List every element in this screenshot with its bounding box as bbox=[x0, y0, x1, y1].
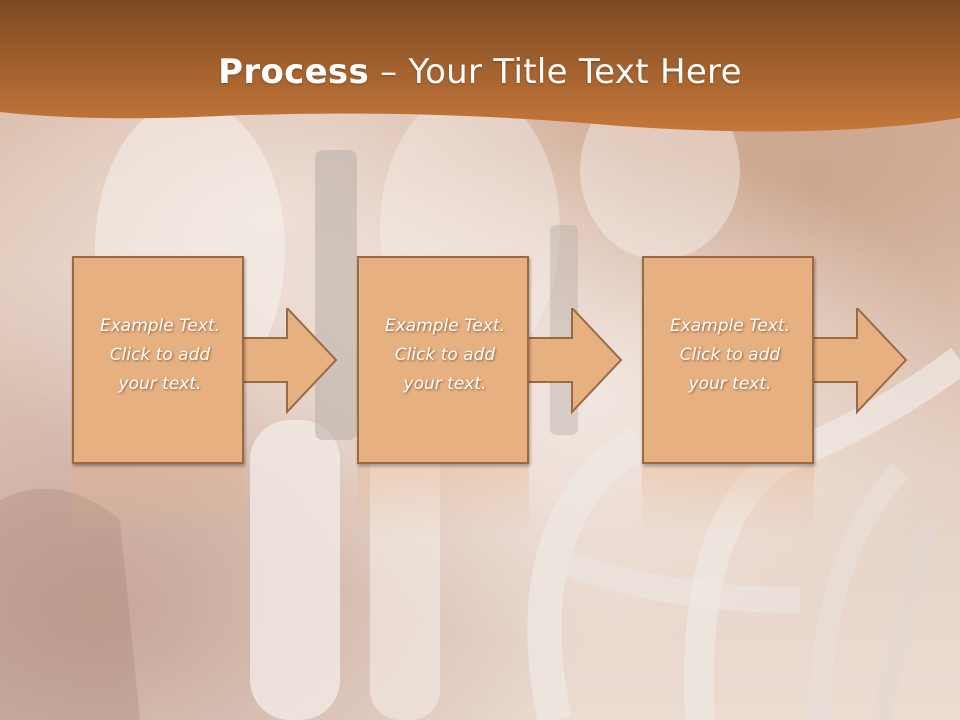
step-text-line: Example Text. bbox=[99, 316, 221, 336]
process-step-2: Example Text. Click to add your text. bbox=[357, 256, 623, 536]
step-reflection bbox=[72, 466, 244, 536]
step-text-line: Example Text. bbox=[669, 316, 791, 336]
header-banner bbox=[0, 0, 960, 132]
title-rest: – Your Title Text Here bbox=[369, 52, 742, 92]
step-text-line: your text. bbox=[688, 374, 772, 394]
step-text-line: Example Text. bbox=[384, 316, 506, 336]
step-text[interactable]: Example Text. Click to add your text. bbox=[359, 312, 531, 399]
step-text[interactable]: Example Text. Click to add your text. bbox=[74, 312, 246, 399]
step-text-line: Click to add bbox=[394, 345, 496, 365]
step-text-line: Click to add bbox=[679, 345, 781, 365]
arrow-right-icon bbox=[527, 308, 623, 415]
process-step-3: Example Text. Click to add your text. bbox=[642, 256, 908, 536]
slide-title[interactable]: Process – Your Title Text Here bbox=[0, 52, 960, 92]
step-text[interactable]: Example Text. Click to add your text. bbox=[644, 312, 816, 399]
step-box[interactable]: Example Text. Click to add your text. bbox=[72, 256, 244, 464]
step-reflection bbox=[357, 466, 529, 536]
step-text-line: your text. bbox=[403, 374, 487, 394]
step-text-line: your text. bbox=[118, 374, 202, 394]
process-step-1: Example Text. Click to add your text. bbox=[72, 256, 338, 536]
step-text-line: Click to add bbox=[109, 345, 211, 365]
arrow-right-icon bbox=[812, 308, 908, 415]
arrow-right-icon bbox=[242, 308, 338, 415]
step-box[interactable]: Example Text. Click to add your text. bbox=[642, 256, 814, 464]
title-bold: Process bbox=[218, 52, 370, 92]
step-reflection bbox=[642, 466, 814, 536]
step-box[interactable]: Example Text. Click to add your text. bbox=[357, 256, 529, 464]
